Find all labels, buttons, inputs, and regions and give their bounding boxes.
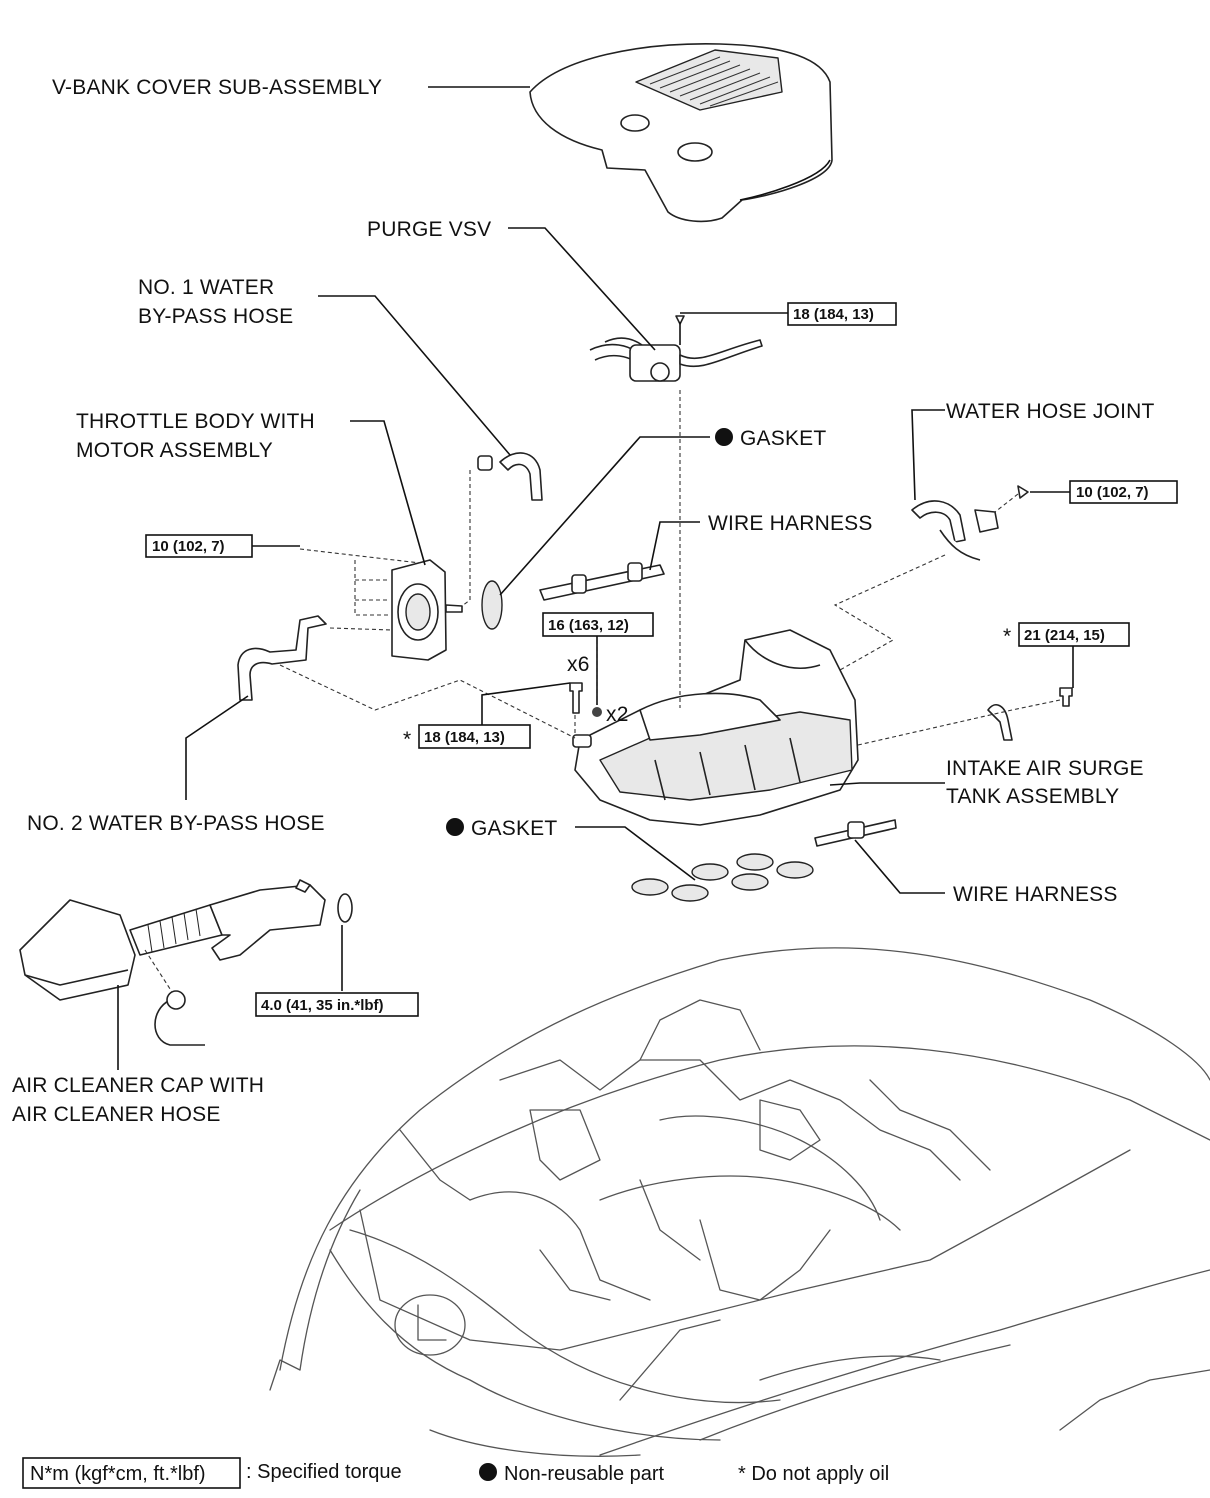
label-surge-tank-line1: INTAKE AIR SURGE xyxy=(946,757,1144,780)
torque-throttle-body: 10 (102, 7) xyxy=(145,534,253,558)
label-qty-x6: x6 xyxy=(567,653,590,676)
surge-tank-nut-part xyxy=(592,707,602,717)
non-reusable-bullet-icon xyxy=(479,1463,497,1481)
torque-value: 21 (214, 15) xyxy=(1024,627,1105,644)
intake-gasket-part xyxy=(631,853,814,902)
air-cleaner-part xyxy=(19,879,353,1046)
torque-value: 18 (184, 13) xyxy=(793,306,874,323)
water-bypass-hose-2-part xyxy=(237,615,327,701)
throttle-gasket-part xyxy=(481,580,503,630)
torque-purge-vsv: 18 (184, 13) xyxy=(787,302,897,326)
purge-vsv-part xyxy=(589,315,763,382)
no-oil-asterisk: * xyxy=(1003,625,1011,648)
torque-harness-bracket: * 21 (214, 15) xyxy=(1003,622,1130,648)
water-bypass-hose-1-part xyxy=(477,452,543,501)
torque-value: 18 (184, 13) xyxy=(424,729,505,746)
label-v-bank-cover: V-BANK COVER SUB-ASSEMBLY xyxy=(52,76,382,99)
torque-air-cleaner: 4.0 (41, 35 in.*lbf) xyxy=(255,992,419,1017)
label-water-hose-joint: WATER HOSE JOINT xyxy=(946,400,1155,423)
label-gasket-top: GASKET xyxy=(740,427,826,450)
legend-torque-unit: N*m (kgf*cm, ft.*lbf) xyxy=(30,1463,206,1485)
surge-tank-bolt-part xyxy=(569,682,583,714)
label-water-hose-1-line1: NO. 1 WATER xyxy=(138,276,274,299)
label-water-hose-1-line2: BY-PASS HOSE xyxy=(138,305,293,328)
legend-torque-box xyxy=(22,1457,241,1489)
label-water-hose-2: NO. 2 WATER BY-PASS HOSE xyxy=(27,812,325,835)
label-wire-harness-top: WIRE HARNESS xyxy=(708,512,873,535)
non-reusable-bullet-icon xyxy=(446,818,464,836)
v-bank-cover-part xyxy=(529,43,833,223)
legend-non-reusable: Non-reusable part xyxy=(504,1463,665,1485)
label-qty-x2: x2 xyxy=(606,703,629,726)
throttle-body-part xyxy=(391,559,463,661)
label-purge-vsv: PURGE VSV xyxy=(367,218,491,241)
no-oil-asterisk: * xyxy=(403,728,411,751)
harness-bracket-part xyxy=(987,704,1013,741)
label-gasket-bottom: GASKET xyxy=(471,817,557,840)
torque-value: 4.0 (41, 35 in.*lbf) xyxy=(261,997,384,1014)
legend: N*m (kgf*cm, ft.*lbf) : Specified torque… xyxy=(22,1457,889,1489)
torque-surge-tank-nut: 16 (163, 12) xyxy=(542,612,654,637)
label-air-cleaner-line2: AIR CLEANER HOSE xyxy=(12,1103,221,1126)
non-reusable-bullet-icon xyxy=(715,428,733,446)
label-surge-tank-line2: TANK ASSEMBLY xyxy=(946,785,1119,808)
torque-value: 10 (102, 7) xyxy=(152,538,225,555)
wire-harness-bottom-part xyxy=(814,819,897,847)
wire-harness-top-part xyxy=(539,562,665,601)
torque-surge-tank-bolt: * 18 (184, 13) xyxy=(403,724,531,751)
assembly-guide-lines xyxy=(144,390,1061,993)
legend-torque-desc: : Specified torque xyxy=(246,1461,402,1483)
label-wire-harness-bottom: WIRE HARNESS xyxy=(953,883,1118,906)
label-throttle-line2: MOTOR ASSEMBLY xyxy=(76,439,273,462)
bracket-bolt-part xyxy=(1059,687,1073,707)
water-hose-joint-part xyxy=(911,485,1029,561)
torque-value: 16 (163, 12) xyxy=(548,617,629,634)
vehicle-outline xyxy=(269,947,1210,1457)
surge-tank-part xyxy=(572,629,859,826)
label-throttle-line1: THROTTLE BODY WITH xyxy=(76,410,315,433)
label-air-cleaner-line1: AIR CLEANER CAP WITH xyxy=(12,1074,264,1097)
legend-no-oil: * Do not apply oil xyxy=(738,1463,889,1485)
torque-water-hose-joint: 10 (102, 7) xyxy=(1069,480,1178,504)
torque-value: 10 (102, 7) xyxy=(1076,484,1149,501)
